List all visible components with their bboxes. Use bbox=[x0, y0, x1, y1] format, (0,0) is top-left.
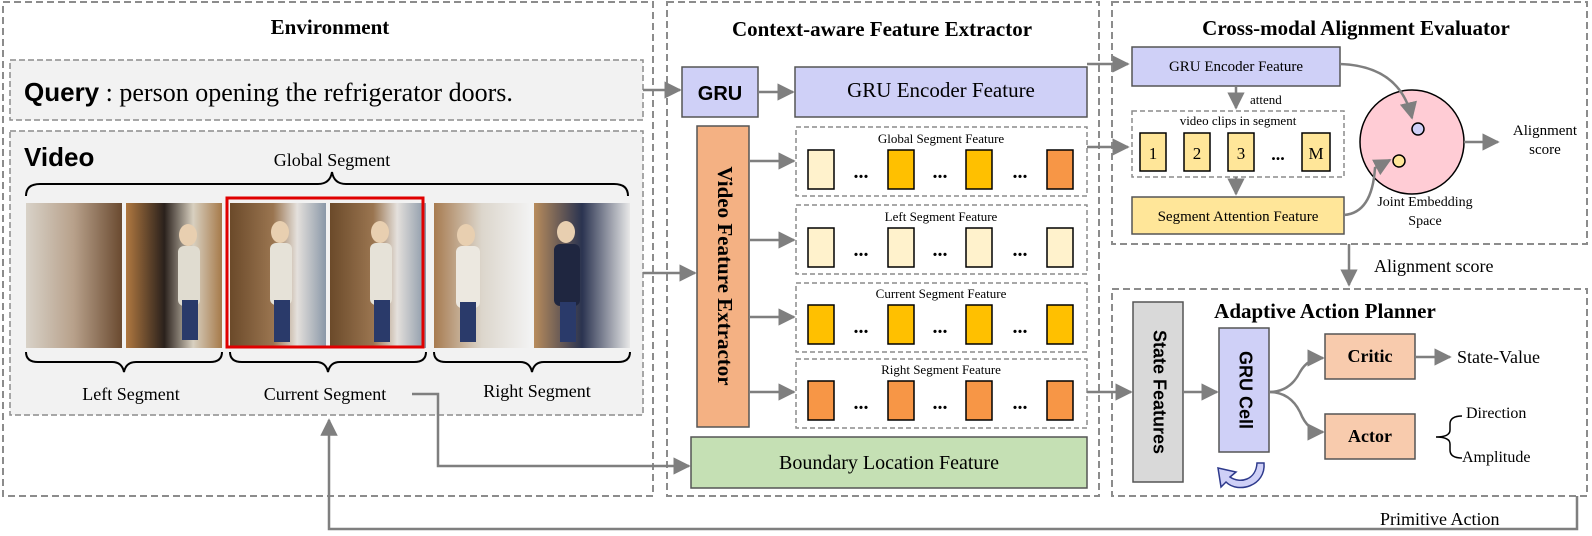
svg-text:...: ... bbox=[854, 316, 869, 338]
evaluator-panel bbox=[1111, 1, 1588, 245]
segment-attention-feature-box bbox=[1131, 196, 1345, 235]
video-frame-6 bbox=[534, 203, 630, 348]
direction-label: Direction bbox=[1466, 405, 1526, 422]
embedding-point-video bbox=[1392, 154, 1406, 168]
clip-2 bbox=[1183, 132, 1211, 172]
connectors bbox=[320, 55, 1579, 531]
video-frame-5 bbox=[434, 203, 530, 348]
amplitude-label: Amplitude bbox=[1462, 449, 1530, 466]
evaluator-title: Cross-modal Alignment Evaluator bbox=[1202, 16, 1510, 40]
video-feature-extractor-label: Video Feature Extractor bbox=[713, 166, 737, 385]
actor-box bbox=[1324, 413, 1416, 460]
clip-1-label: 1 bbox=[1149, 144, 1158, 163]
video-clips-label: video clips in segment bbox=[1180, 113, 1297, 128]
evaluator-gru-encoder-box bbox=[1131, 46, 1341, 87]
video-frame-2 bbox=[126, 203, 222, 348]
svg-text:...: ... bbox=[854, 392, 869, 414]
svg-text:...: ... bbox=[933, 239, 948, 261]
query-text-line: Query : person opening the refrigerator … bbox=[24, 77, 513, 107]
gru-encoder-feature-box bbox=[794, 66, 1088, 118]
current-segment-brace bbox=[229, 351, 427, 373]
svg-text:...: ... bbox=[1013, 239, 1028, 261]
video-frames bbox=[26, 203, 630, 348]
gru-encoder-feature-label: GRU Encoder Feature bbox=[847, 78, 1035, 102]
actor-output-brace bbox=[1435, 415, 1463, 459]
global-segment-label: Global Segment bbox=[274, 150, 390, 170]
alignment-score-arrow-label: Alignment score bbox=[1374, 256, 1493, 276]
gru-cell-box bbox=[1218, 327, 1270, 453]
attend-label: attend bbox=[1250, 92, 1282, 107]
left-segment-feature-row: Left Segment Feature ... ... ... bbox=[795, 204, 1088, 275]
clip-2-label: 2 bbox=[1193, 144, 1202, 163]
embedding-point-query bbox=[1411, 122, 1425, 136]
svg-text:...: ... bbox=[1013, 161, 1028, 183]
clip-3-label: 3 bbox=[1237, 144, 1246, 163]
current-segment-feature-row: Current Segment Feature ... ... ... bbox=[795, 282, 1088, 353]
query-text: : person opening the refrigerator doors. bbox=[99, 78, 513, 107]
svg-text:...: ... bbox=[854, 161, 869, 183]
left-segment-feature-label: Left Segment Feature bbox=[885, 209, 998, 224]
svg-text:...: ... bbox=[933, 392, 948, 414]
clip-m bbox=[1301, 132, 1331, 172]
evaluator-gru-encoder-label: GRU Encoder Feature bbox=[1169, 59, 1303, 75]
recurrent-loop-icon bbox=[1217, 462, 1265, 489]
extractor-title: Context-aware Feature Extractor bbox=[732, 17, 1032, 41]
svg-text:...: ... bbox=[933, 161, 948, 183]
video-label: Video bbox=[24, 142, 94, 172]
joint-embedding-label-2: Space bbox=[1408, 214, 1441, 229]
global-segment-feature-label: Global Segment Feature bbox=[878, 131, 1005, 146]
right-segment-feature-label: Right Segment Feature bbox=[881, 362, 1001, 377]
video-frame-1 bbox=[26, 203, 122, 348]
gru-cell-label: GRU Cell bbox=[1235, 351, 1255, 429]
boundary-location-feature-box bbox=[690, 436, 1088, 489]
clip-m-label: M bbox=[1308, 144, 1323, 163]
right-segment-label: Right Segment bbox=[483, 381, 591, 401]
gru-box bbox=[681, 66, 759, 118]
svg-text:...: ... bbox=[1013, 316, 1028, 338]
global-segment-brace bbox=[25, 171, 629, 197]
clip-3 bbox=[1227, 132, 1255, 172]
actor-label: Actor bbox=[1348, 426, 1392, 446]
current-segment-label: Current Segment bbox=[264, 384, 386, 404]
svg-text:...: ... bbox=[933, 316, 948, 338]
state-value-label: State-Value bbox=[1457, 347, 1540, 367]
environment-title: Environment bbox=[271, 15, 390, 39]
critic-box bbox=[1324, 333, 1416, 380]
joint-embedding-space bbox=[1359, 89, 1465, 195]
primitive-action-label: Primitive Action bbox=[1380, 509, 1500, 529]
current-segment-feature-label: Current Segment Feature bbox=[876, 286, 1007, 301]
evaluator-alignment-score-1: Alignment bbox=[1513, 123, 1578, 139]
state-features-label: State Features bbox=[1149, 330, 1169, 454]
critic-label: Critic bbox=[1348, 346, 1393, 366]
global-segment-feature-row: Global Segment Feature ... ... ... bbox=[795, 126, 1088, 197]
left-segment-brace bbox=[25, 351, 223, 373]
joint-embedding-label-1: Joint Embedding bbox=[1377, 195, 1472, 210]
right-segment-feature-row: Right Segment Feature ... ... ... bbox=[795, 358, 1088, 429]
extractor-panel bbox=[666, 1, 1100, 497]
video-clips-box bbox=[1131, 110, 1345, 178]
clip-ellipsis: ... bbox=[1271, 144, 1285, 164]
video-feature-extractor-box bbox=[696, 125, 750, 428]
current-segment-highlight bbox=[225, 196, 425, 349]
segment-attention-feature-label: Segment Attention Feature bbox=[1158, 209, 1319, 225]
evaluator-alignment-score-2: score bbox=[1529, 142, 1561, 158]
svg-text:...: ... bbox=[1013, 392, 1028, 414]
svg-text:...: ... bbox=[854, 239, 869, 261]
right-segment-brace bbox=[433, 351, 631, 373]
gru-label: GRU bbox=[698, 83, 742, 105]
planner-title: Adaptive Action Planner bbox=[1214, 299, 1436, 323]
query-label: Query bbox=[24, 77, 100, 107]
query-box bbox=[9, 59, 644, 121]
left-segment-label: Left Segment bbox=[82, 384, 179, 404]
boundary-location-feature-label: Boundary Location Feature bbox=[779, 452, 999, 474]
clip-1 bbox=[1139, 132, 1167, 172]
